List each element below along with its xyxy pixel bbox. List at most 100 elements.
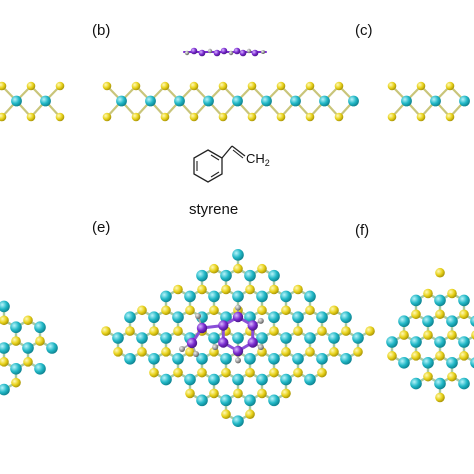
chalcogen-atom <box>445 81 455 91</box>
chalcogen-atom <box>447 371 457 382</box>
chalcogen-atom <box>387 112 397 122</box>
chalcogen-atom <box>293 326 303 336</box>
metal-atom <box>232 290 244 303</box>
chalcogen-atom <box>334 81 344 91</box>
carbon-atom <box>251 49 259 57</box>
chalcogen-atom <box>459 309 469 320</box>
chalcogen-atom <box>0 315 9 326</box>
metal-atom <box>208 373 220 386</box>
chalcogen-atom <box>435 267 445 278</box>
vinyl-group-label: CH2 <box>246 151 270 168</box>
metal-atom <box>244 269 256 282</box>
metal-atom <box>232 332 244 344</box>
chalcogen-atom <box>317 326 327 336</box>
chalcogen-atom <box>387 81 397 91</box>
vinyl-subscript: 2 <box>265 158 270 168</box>
chalcogen-atom <box>471 330 474 340</box>
chalcogen-atom <box>197 367 207 378</box>
chalcogen-atom <box>435 351 445 361</box>
metal-atom <box>398 356 410 369</box>
metal-atom <box>0 300 10 313</box>
chalcogen-atom <box>101 326 111 336</box>
chalcogen-atom <box>185 305 195 316</box>
metal-atom <box>410 377 422 390</box>
vinyl-bond <box>221 145 233 159</box>
chalcogen-atom <box>276 112 286 122</box>
metal-atom <box>172 352 184 365</box>
metal-atom <box>160 290 172 303</box>
carbon-atom <box>186 337 198 349</box>
metal-atom <box>292 352 304 365</box>
carbon-atom <box>232 345 244 357</box>
metal-atom <box>124 311 136 324</box>
chalcogen-atom <box>218 112 228 122</box>
chalcogen-atom <box>305 347 315 357</box>
chalcogen-atom <box>399 330 409 340</box>
chalcogen-atom <box>435 309 445 320</box>
metal-atom <box>422 356 434 369</box>
metal-atom <box>304 290 316 303</box>
chalcogen-atom <box>173 284 183 295</box>
panel-label-b: (b) <box>92 22 111 39</box>
chalcogen-atom <box>161 347 171 357</box>
metal-atom <box>244 311 256 324</box>
chalcogen-atom <box>269 367 279 378</box>
chalcogen-atom <box>23 357 33 367</box>
metal-atom <box>256 332 268 344</box>
carbon-atom <box>220 47 228 55</box>
chalcogen-atom <box>218 81 228 91</box>
metal-atom <box>116 95 127 107</box>
hydrogen-atom <box>195 313 201 319</box>
chalcogen-atom <box>305 305 315 316</box>
chalcogen-atom <box>189 81 199 91</box>
metal-atom <box>0 342 10 354</box>
metal-atom <box>208 332 220 344</box>
chalcogen-atom <box>269 326 279 336</box>
panel-label-e: (e) <box>92 219 111 236</box>
chalcogen-atom <box>329 347 339 357</box>
metal-atom <box>34 362 46 375</box>
chalcogen-atom <box>305 112 315 122</box>
metal-atom <box>256 373 268 386</box>
hydrogen-atom <box>207 48 213 54</box>
metal-atom <box>196 352 208 365</box>
metal-atom <box>220 352 232 365</box>
metal-atom <box>470 315 474 327</box>
metal-atom <box>268 394 280 407</box>
metal-atom <box>184 373 196 386</box>
chalcogen-atom <box>257 263 267 274</box>
chalcogen-atom <box>221 284 231 295</box>
metal-atom <box>434 377 446 390</box>
chalcogen-atom <box>387 351 397 361</box>
hydrogen-atom <box>257 317 264 324</box>
chalcogen-atom <box>365 326 375 336</box>
metal-atom <box>458 336 470 348</box>
metal-atom <box>220 394 232 407</box>
metal-atom <box>261 95 272 107</box>
hydrogen-atom <box>228 50 234 56</box>
chalcogen-atom <box>317 367 327 378</box>
chalcogen-atom <box>160 112 170 122</box>
metal-atom <box>268 269 280 282</box>
metal-atom <box>446 356 458 369</box>
metal-atom <box>148 311 160 324</box>
chalcogen-atom <box>55 112 65 122</box>
chalcogen-atom <box>411 309 421 320</box>
carbon-atom <box>198 49 206 57</box>
chalcogen-atom <box>131 81 141 91</box>
metal-atom <box>319 95 330 107</box>
side-view-slab-b <box>102 81 359 122</box>
chalcogen-atom <box>281 347 291 357</box>
metal-atom <box>292 311 304 324</box>
metal-atom <box>268 311 280 324</box>
metal-atom <box>268 352 280 365</box>
chalcogen-atom <box>102 81 112 91</box>
chalcogen-atom <box>221 409 231 420</box>
chalcogen-atom <box>447 330 457 340</box>
metal-atom <box>46 342 58 354</box>
chalcogen-atom <box>137 347 147 357</box>
metal-atom <box>386 336 398 348</box>
vinyl-double-bond <box>231 145 246 157</box>
metal-atom <box>196 394 208 407</box>
